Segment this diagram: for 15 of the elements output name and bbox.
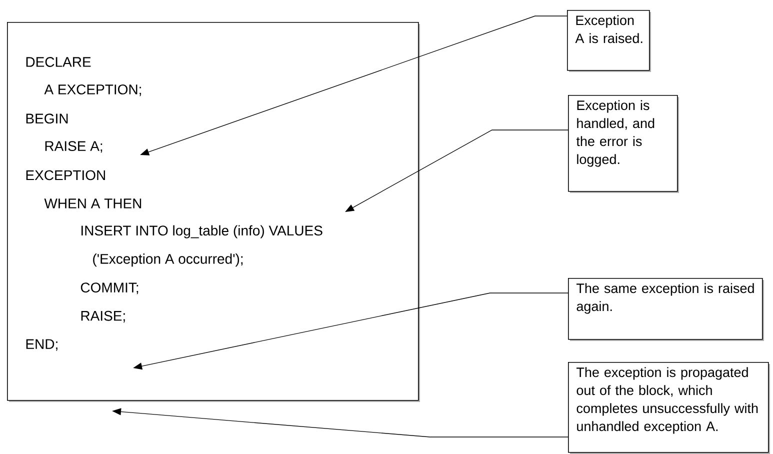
callout-box: The exception is propagated out of the block, which completes unsuccessfully with unhandled exception A. [568, 362, 770, 454]
code-line: RAISE; [81, 310, 125, 322]
code-line: COMMIT; [80, 282, 138, 294]
code-line: BEGIN [26, 114, 68, 124]
code-line: ('Exception A occurred'); [93, 254, 243, 267]
code-line: WHEN A THEN [44, 198, 142, 208]
code-line: INSERT INTO log_table (info) VALUES [82, 225, 322, 238]
code-line: END; [26, 339, 58, 351]
code-line: RAISE A; [45, 141, 102, 153]
code-line: DECLARE [26, 57, 91, 67]
code-line: A EXCEPTION; [44, 84, 141, 96]
callout-box: Exception is handled, and the error is logged. [568, 95, 679, 193]
code-line: EXCEPTION [26, 170, 105, 180]
callout-box: Exception A is raised. [567, 10, 651, 72]
callout-box: The same exception is raised again. [568, 278, 764, 341]
